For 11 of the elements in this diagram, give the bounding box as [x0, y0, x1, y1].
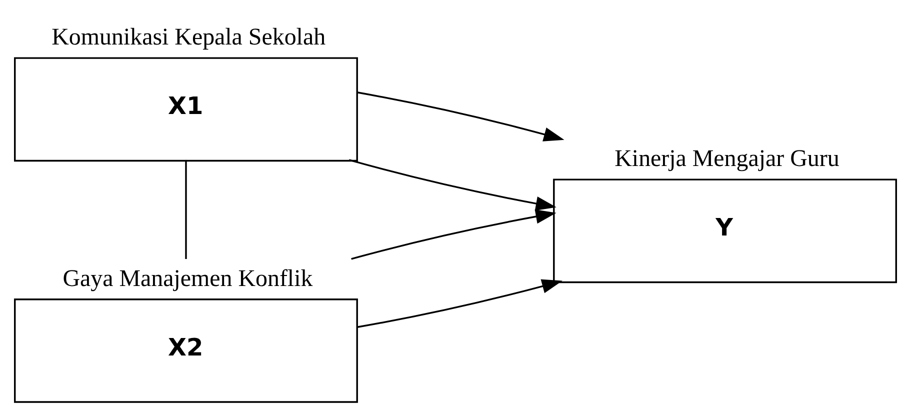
arrow	[357, 91, 564, 141]
node-box: X1	[14, 56, 358, 162]
node-box: Y	[553, 178, 897, 283]
node-box: X2	[14, 298, 358, 402]
node-label: Gaya Manajemen Konflik	[62, 265, 313, 292]
arrow	[348, 158, 556, 210]
node-label: Komunikasi Kepala Sekolah	[52, 24, 326, 50]
arrow	[351, 208, 556, 260]
connector	[185, 159, 187, 258]
arrow	[357, 278, 562, 328]
node-label: Kinerja Mengajar Guru	[614, 146, 840, 172]
